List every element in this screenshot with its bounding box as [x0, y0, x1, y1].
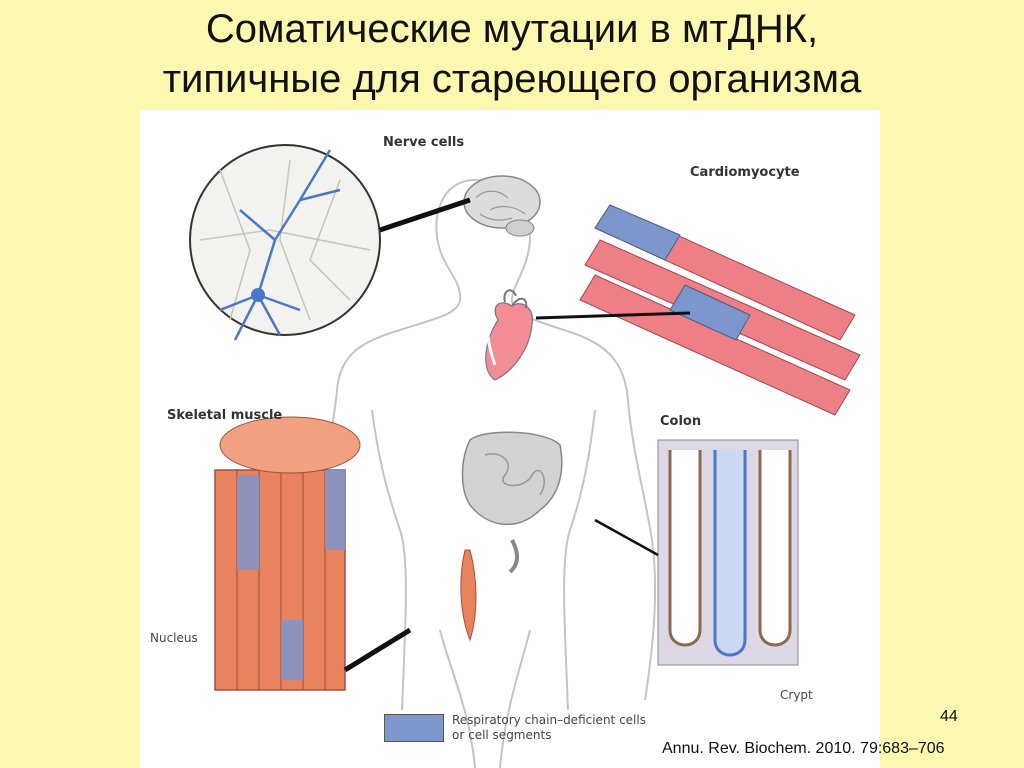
legend-swatch [384, 714, 444, 742]
neuron-soma [251, 288, 265, 302]
skeletal-muscle-panel [214, 416, 412, 691]
label-colon: Colon [660, 414, 702, 429]
label-nucleus: Nucleus [150, 631, 198, 645]
label-nerve-cells: Nerve cells [383, 135, 465, 150]
colon-panel [594, 439, 799, 666]
slide-title: Соматические мутации в мтДНК, типичные д… [0, 4, 1024, 104]
brain-illustration [463, 175, 541, 237]
legend-text: Respiratory chain–deficient cells or cel… [452, 713, 646, 743]
citation: Annu. Rev. Biochem. 2010. 79:683–706 [662, 740, 945, 757]
label-skeletal-muscle: Skeletal muscle [167, 408, 283, 423]
page-number: 44 [940, 708, 958, 725]
figure-illustration [189, 144, 861, 768]
deficient-neuron [219, 149, 341, 341]
label-crypt: Crypt [780, 688, 813, 702]
figure-panel: Nerve cells Cardiomyocyte Skeletal muscl… [140, 110, 880, 768]
legend-line-2: or cell segments [452, 728, 552, 742]
slide-title-line-2: типичные для стареющего организма [162, 57, 862, 101]
slide-title-line-1: Соматические мутации в мтДНК, [205, 7, 819, 51]
cardiomyocyte-panel [535, 204, 861, 416]
heart-illustration [485, 289, 533, 381]
leg-muscle-illustration [460, 549, 477, 642]
legend-line-1: Respiratory chain–deficient cells [452, 713, 646, 727]
label-cardiomyocyte: Cardiomyocyte [690, 165, 800, 180]
intestine-illustration [461, 431, 563, 574]
nerve-cells-panel [189, 144, 471, 341]
